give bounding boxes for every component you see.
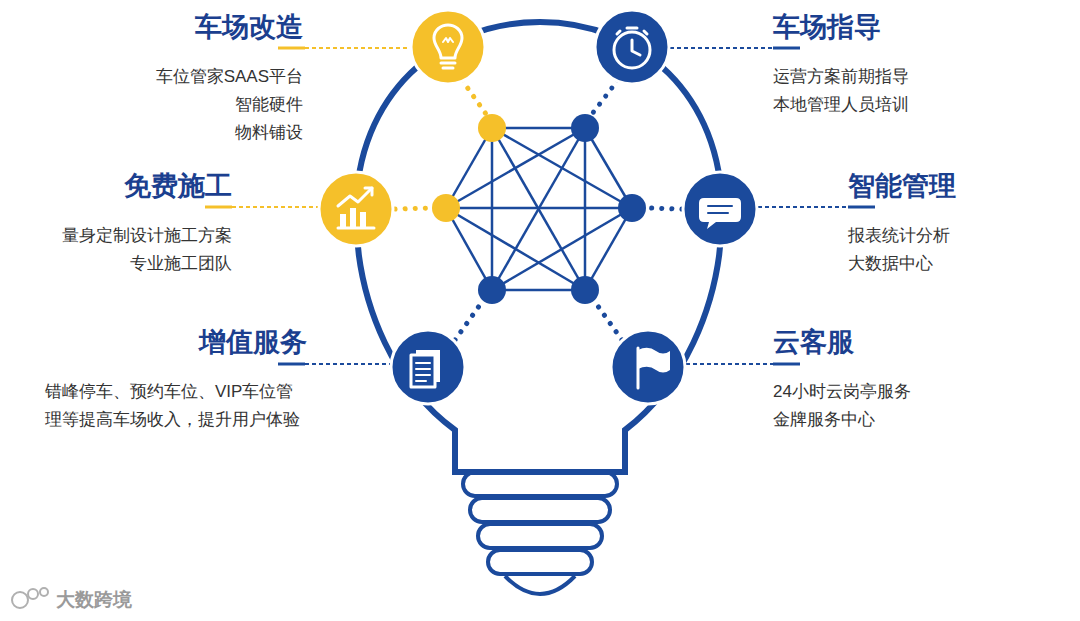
feature-item: 专业施工团队 — [62, 250, 232, 278]
icon-circles — [319, 10, 757, 404]
watermark-logo — [12, 588, 48, 608]
feature-item: 量身定制设计施工方案 — [62, 222, 232, 250]
feature-group: 增值服务错峰停车、预约车位、VIP车位管理等提高车场收入，提升用户体验 — [45, 325, 307, 434]
network-lines — [446, 128, 632, 290]
feature-group: 车场改造车位管家SAAS平台智能硬件物料铺设 — [156, 10, 303, 147]
feature-group: 云客服 24小时云岗亭服务金牌服务中心 — [773, 325, 911, 434]
dotted-spokes — [395, 80, 682, 340]
feature-heading: 智能管理 — [848, 169, 956, 203]
feature-heading: 车场改造 — [156, 10, 303, 44]
feature-item: 错峰停车、预约车位、VIP车位管理等提高车场收入，提升用户体验 — [45, 378, 307, 434]
icon-symbols — [338, 25, 741, 388]
watermark: 大数跨境 — [56, 587, 132, 613]
feature-heading: 云客服 — [773, 325, 911, 359]
bulb-base — [463, 472, 617, 594]
feature-item: 运营方案前期指导 — [773, 63, 909, 91]
feature-item: 智能硬件 — [156, 91, 303, 119]
feature-item: 金牌服务中心 — [773, 406, 911, 434]
feature-heading: 免费施工 — [62, 169, 232, 203]
bulb-outline — [356, 22, 722, 472]
feature-item: 物料铺设 — [156, 119, 303, 147]
feature-group: 智能管理报表统计分析大数据中心 — [848, 169, 956, 278]
feature-heading: 增值服务 — [45, 325, 307, 359]
feature-item: 报表统计分析 — [848, 222, 956, 250]
feature-item: 24小时云岗亭服务 — [773, 378, 911, 406]
feature-heading: 车场指导 — [773, 10, 909, 44]
network-dots — [432, 114, 646, 304]
feature-item: 本地管理人员培训 — [773, 91, 909, 119]
feature-group: 车场指导运营方案前期指导本地管理人员培训 — [773, 10, 909, 119]
feature-item: 车位管家SAAS平台 — [156, 63, 303, 91]
feature-group: 免费施工量身定制设计施工方案专业施工团队 — [62, 169, 232, 278]
feature-item: 大数据中心 — [848, 250, 956, 278]
